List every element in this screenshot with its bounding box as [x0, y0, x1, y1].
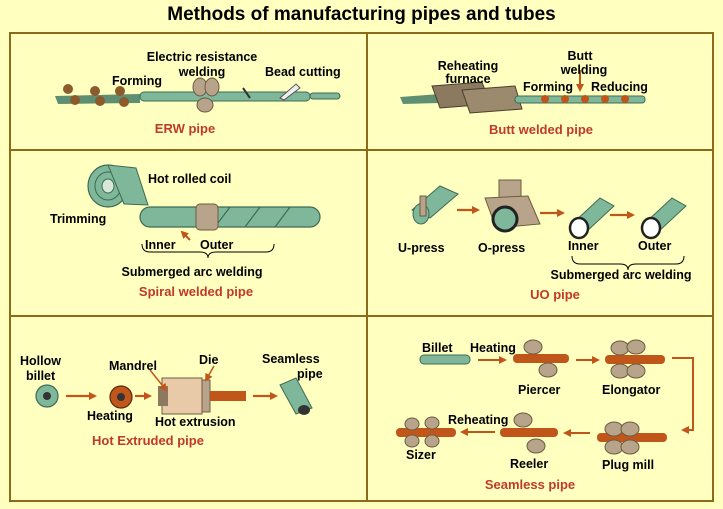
erw-welding-label-1: Electric resistance — [147, 50, 258, 64]
extruded-die-label: Die — [199, 353, 219, 367]
spiral-coil-label: Hot rolled coil — [148, 172, 231, 186]
spiral-drawing — [87, 164, 321, 259]
butt-panel: Reheating furnace Butt welding Forming R… — [400, 49, 648, 137]
extruded-panel: Hollow billet Heating Mandrel Die Hot ex… — [20, 352, 323, 448]
uo-saw-label: Submerged arc welding — [550, 268, 691, 282]
seamless-elongator-label: Elongator — [602, 383, 660, 397]
page-title: Methods of manufacturing pipes and tubes — [167, 4, 556, 25]
extruded-heating-label: Heating — [87, 409, 133, 423]
seamless-plug-mill-label: Plug mill — [602, 458, 654, 472]
spiral-outer-label: Outer — [200, 238, 233, 252]
extruded-seamless-label-2: pipe — [297, 367, 323, 381]
uo-inner-label: Inner — [568, 239, 599, 253]
uo-outer-label: Outer — [638, 239, 671, 253]
butt-caption: Butt welded pipe — [489, 122, 593, 137]
erw-strip-drawing — [55, 77, 341, 113]
erw-bead-cutting-label: Bead cutting — [265, 65, 341, 79]
spiral-caption: Spiral welded pipe — [139, 284, 253, 299]
seamless-drawing — [396, 339, 694, 455]
butt-reducing-label: Reducing — [591, 80, 648, 94]
uo-upress-label: U-press — [398, 241, 445, 255]
butt-weld-label-2: welding — [560, 63, 608, 77]
panel-frame — [9, 32, 714, 502]
extruded-caption: Hot Extruded pipe — [92, 433, 204, 448]
spiral-trimming-label: Trimming — [50, 212, 106, 226]
butt-furnace-label-1: Reheating — [438, 59, 498, 73]
seamless-piercer-label: Piercer — [518, 383, 561, 397]
spiral-inner-label: Inner — [145, 238, 176, 252]
erw-panel: Forming Electric resistance welding Bead… — [55, 50, 341, 136]
extruded-seamless-label-1: Seamless — [262, 352, 320, 366]
seamless-reheating-label: Reheating — [448, 413, 508, 427]
extruded-billet-label-1: Hollow — [20, 354, 61, 368]
erw-forming-label: Forming — [112, 74, 162, 88]
seamless-billet-label: Billet — [422, 341, 453, 355]
uo-opress-label: O-press — [478, 241, 525, 255]
butt-weld-label-1: Butt — [568, 49, 594, 63]
butt-forming-label: Forming — [523, 80, 573, 94]
erw-caption: ERW pipe — [155, 121, 215, 136]
butt-drawing — [400, 70, 646, 114]
extruded-mandrel-label: Mandrel — [109, 359, 157, 373]
extruded-drawing — [35, 365, 313, 415]
seamless-sizer-label: Sizer — [406, 448, 436, 462]
spiral-saw-label: Submerged arc welding — [121, 265, 262, 279]
extruded-extrusion-label: Hot extrusion — [155, 415, 236, 429]
uo-panel: U-press O-press Inner Outer Submerged ar… — [398, 179, 692, 302]
butt-furnace-label-2: furnace — [445, 72, 490, 86]
seamless-caption: Seamless pipe — [485, 477, 575, 492]
uo-caption: UO pipe — [530, 287, 580, 302]
seamless-heating-label: Heating — [470, 341, 516, 355]
extruded-billet-label-2: billet — [26, 369, 56, 383]
seamless-reeler-label: Reeler — [510, 457, 548, 471]
spiral-panel: Hot rolled coil Trimming Inner Outer Sub… — [50, 164, 321, 299]
uo-drawing — [411, 179, 687, 271]
erw-welding-label-2: welding — [178, 65, 226, 79]
seamless-panel: Billet Heating Piercer Elongator Plug mi… — [396, 339, 694, 492]
